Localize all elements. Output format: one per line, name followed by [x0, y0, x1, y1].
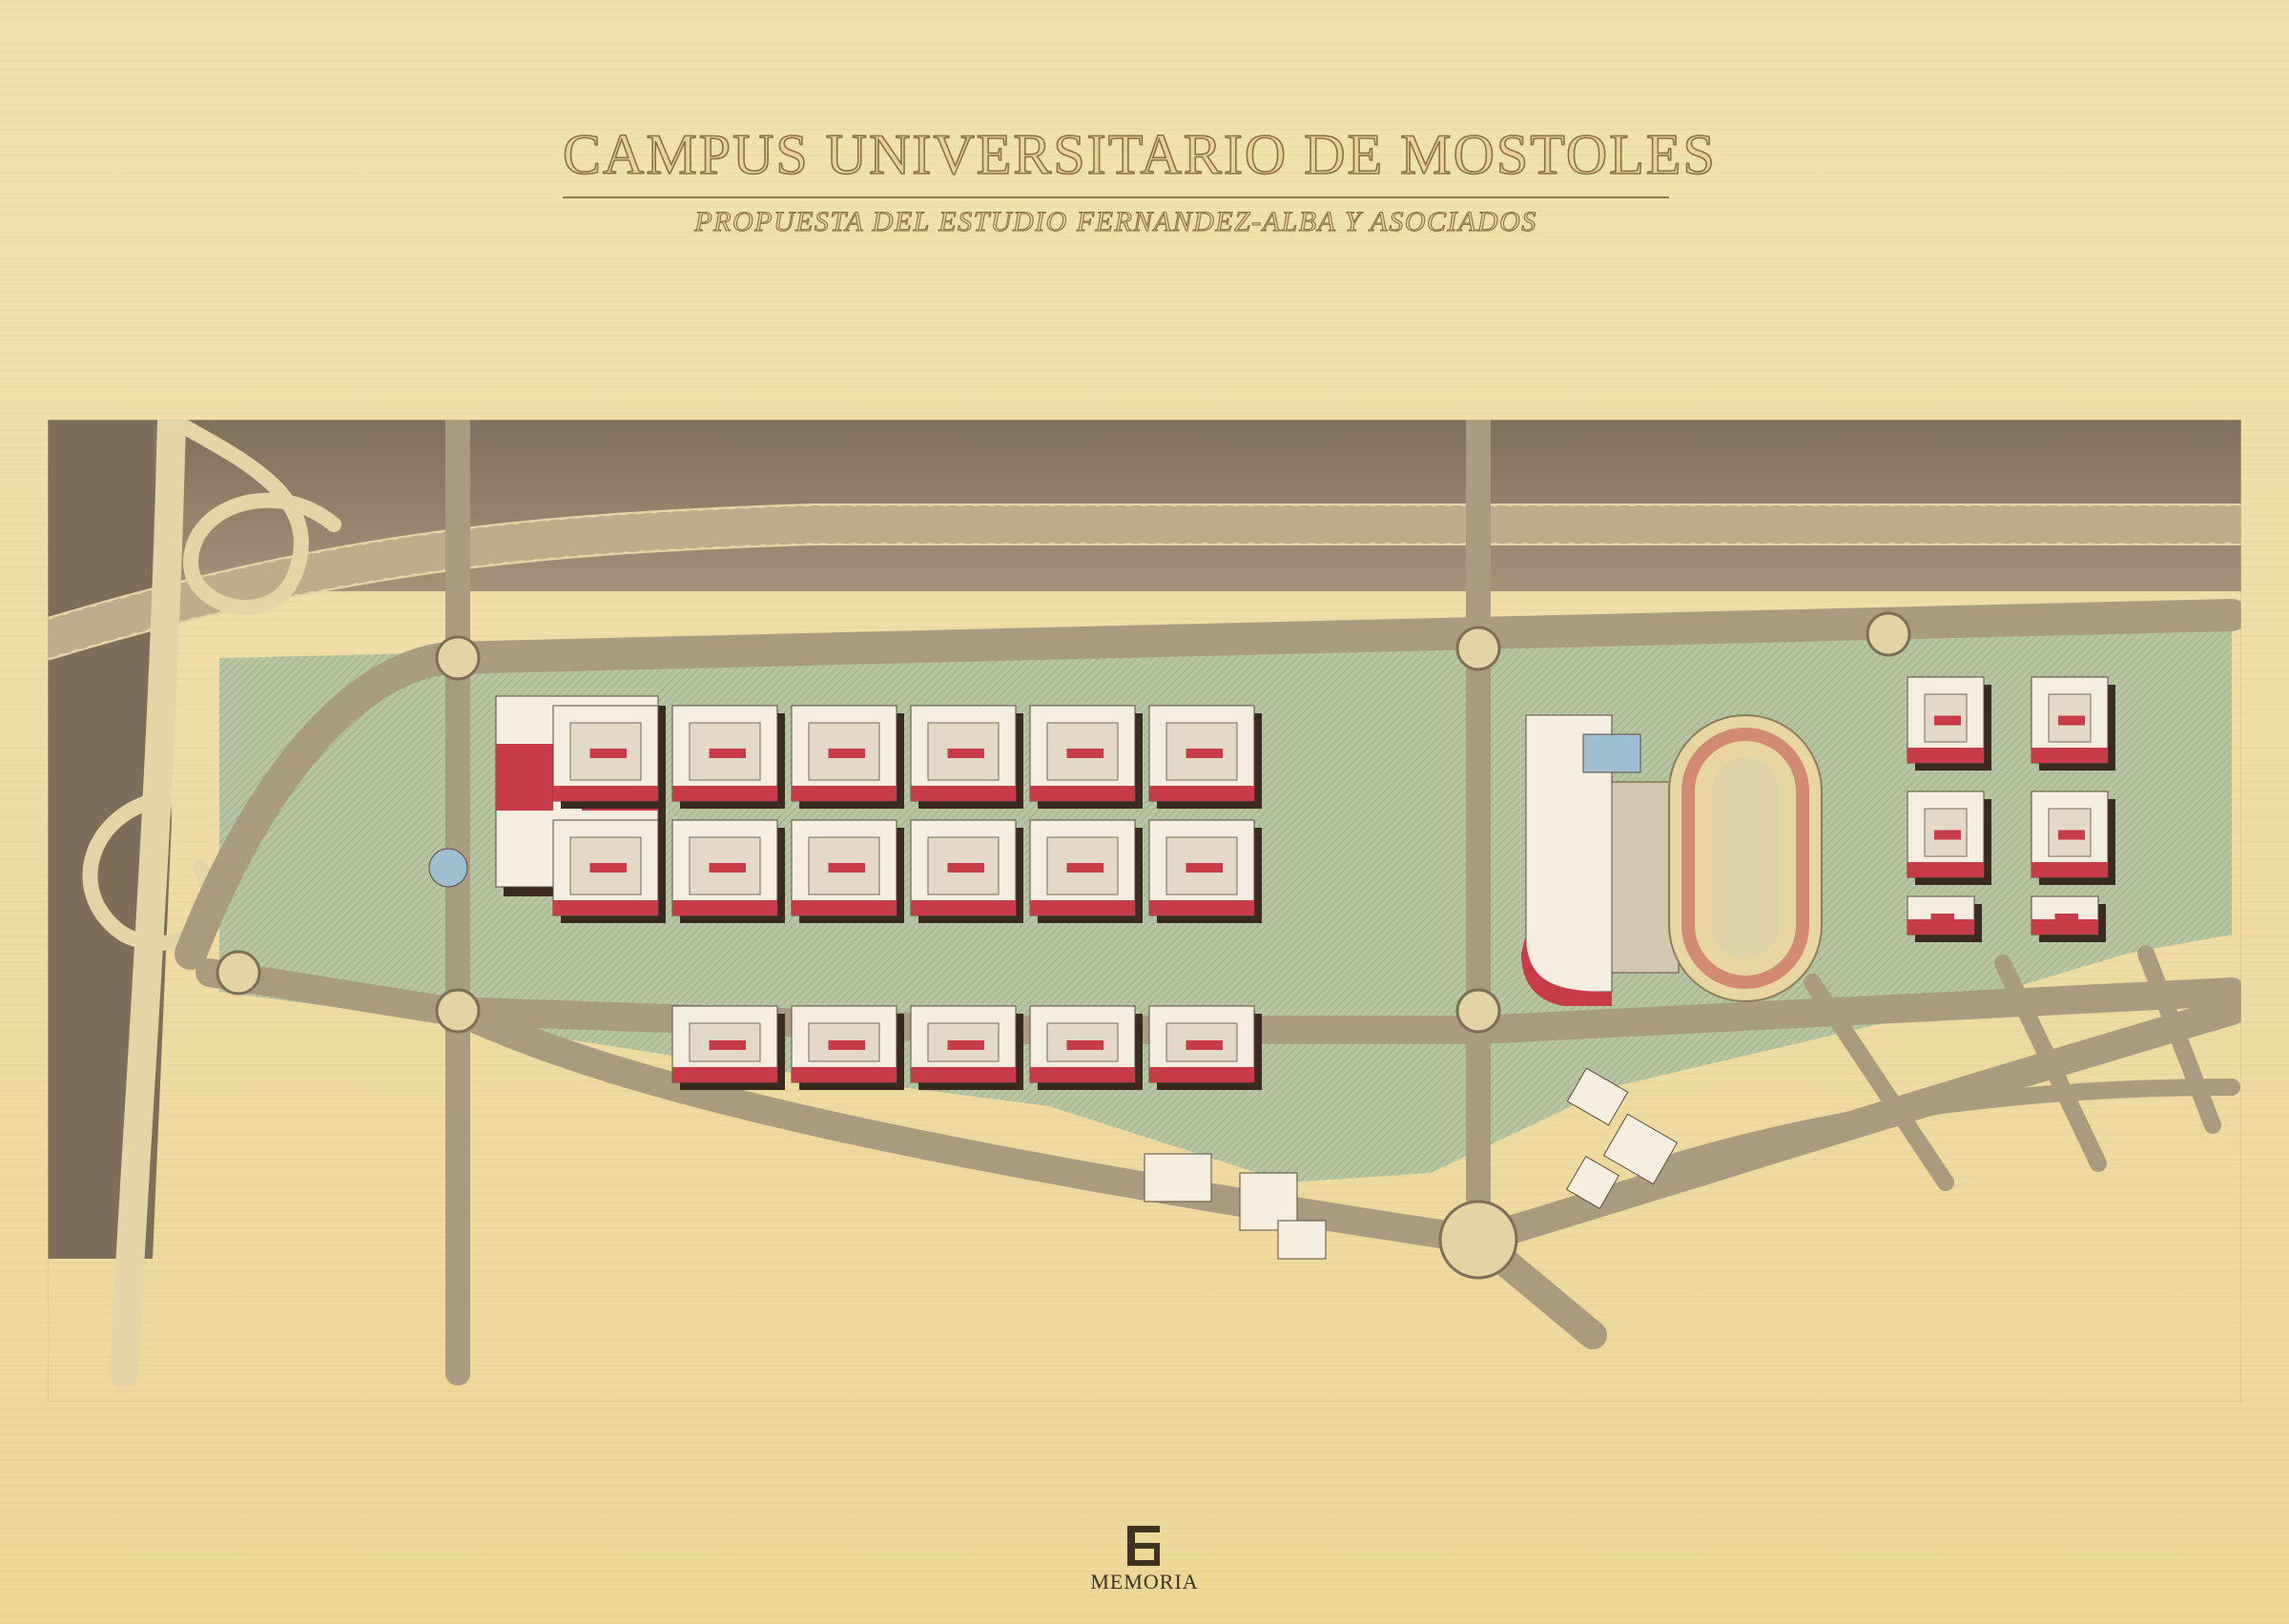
campus-building	[552, 705, 666, 809]
campus-building	[2031, 676, 2115, 771]
campus-building	[671, 819, 785, 923]
campus-building	[2031, 791, 2115, 885]
academic-blocks	[552, 705, 1262, 1090]
east-blocks	[1907, 676, 2115, 942]
title-rule	[563, 196, 1669, 198]
footer: MEMORIA	[1040, 1524, 1249, 1593]
motorway	[48, 420, 2241, 1388]
campus-building	[1148, 1005, 1262, 1090]
campus-road-network	[175, 420, 2241, 1386]
campus-building	[1148, 705, 1262, 809]
campus-building	[552, 819, 666, 923]
campus-building	[1029, 1005, 1143, 1090]
roundabouts	[216, 611, 1911, 1280]
sports-complex	[1521, 714, 1823, 1006]
site-plan-drawing	[48, 420, 2241, 1402]
header: CAMPUS UNIVERSITARIO DE MOSTOLES PROPUES…	[562, 123, 1717, 237]
campus-building	[2031, 895, 2106, 942]
water-feature	[428, 848, 468, 888]
campus-building	[1907, 791, 1991, 885]
campus-building	[791, 1005, 904, 1090]
campus-building	[671, 705, 785, 809]
campus-building	[910, 705, 1023, 809]
memoria-logo-icon	[1127, 1526, 1160, 1566]
memoria-label: MEMORIA	[1090, 1570, 1199, 1593]
south-buildings	[1144, 1067, 1679, 1260]
campus-building	[1029, 705, 1143, 809]
campus-site-plan	[48, 420, 2241, 1402]
campus-building	[1148, 819, 1262, 923]
page-title: CAMPUS UNIVERSITARIO DE MOSTOLES	[562, 123, 1717, 186]
campus-building	[910, 819, 1023, 923]
campus-building	[1029, 819, 1143, 923]
campus-building	[1907, 895, 1982, 942]
page-subtitle: PROPUESTA DEL ESTUDIO FERNANDEZ-ALBA Y A…	[694, 206, 1537, 237]
campus-building	[910, 1005, 1023, 1090]
campus-building	[671, 1005, 785, 1090]
campus-building	[791, 819, 904, 923]
campus-building	[791, 705, 904, 809]
campus-building	[1907, 676, 1991, 771]
